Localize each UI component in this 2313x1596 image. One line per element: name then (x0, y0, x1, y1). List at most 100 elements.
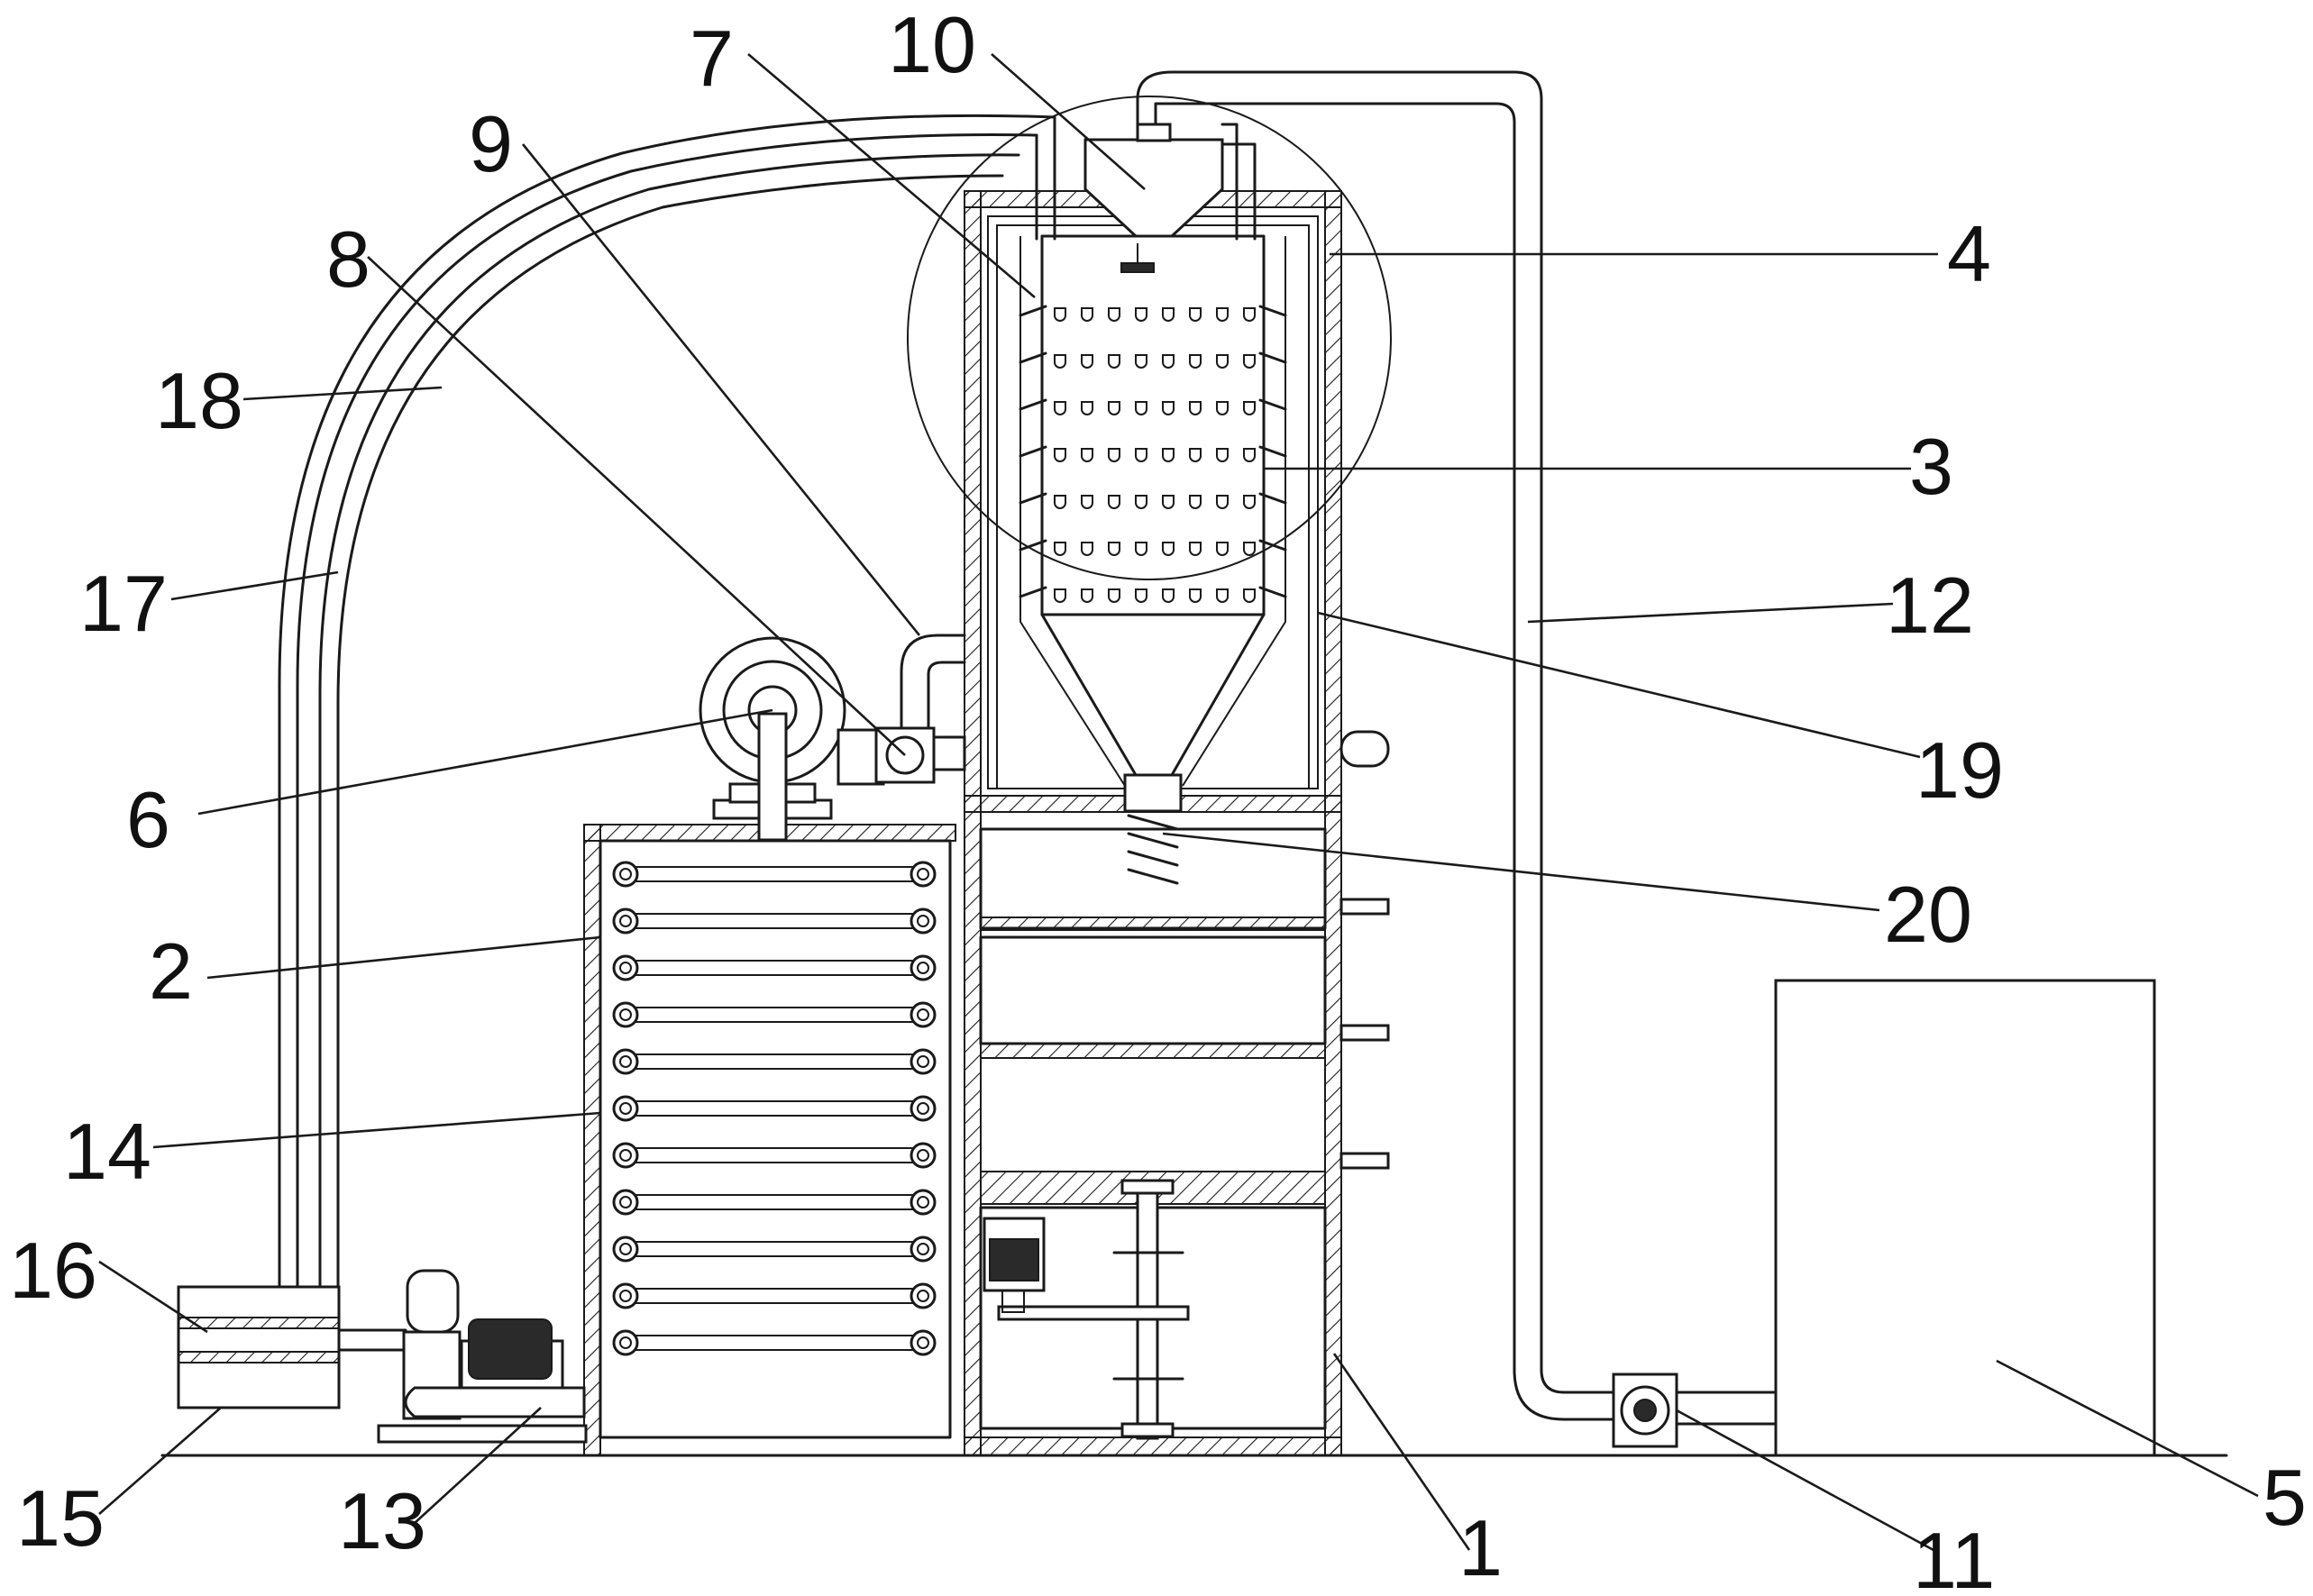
spray-nozzle (1109, 496, 1120, 508)
callout-17: 17 (79, 559, 168, 648)
spray-nozzle (1082, 308, 1093, 321)
roller-rows (614, 862, 935, 1354)
spray-nozzle (1244, 355, 1255, 368)
spray-nozzle (1136, 496, 1147, 508)
spray-nozzle (1109, 355, 1120, 368)
roller (614, 1237, 637, 1261)
spray-nozzle (1136, 355, 1147, 368)
callout-14: 14 (63, 1107, 151, 1196)
roller (614, 1144, 637, 1167)
callout-1: 1 (1458, 1503, 1503, 1592)
roller (614, 862, 637, 886)
spray-nozzle (1190, 449, 1201, 461)
callout-12: 12 (1886, 561, 1974, 650)
callout-13: 13 (338, 1476, 426, 1565)
spray-nozzle (1109, 589, 1120, 602)
spray-nozzle (1244, 589, 1255, 602)
callout-10: 10 (888, 0, 976, 89)
roller (614, 909, 637, 933)
spray-nozzle (1217, 496, 1228, 508)
spray-nozzle (1163, 308, 1174, 321)
spray-nozzle (1055, 355, 1065, 368)
spray-nozzle (1217, 589, 1228, 602)
spray-nozzle (1082, 589, 1093, 602)
spray-nozzle (1217, 402, 1228, 415)
blower-fan (700, 638, 883, 840)
callout-3: 3 (1909, 422, 1953, 511)
drying-cabinet (584, 825, 955, 1455)
spray-nozzle (1109, 308, 1120, 321)
callout-15: 15 (16, 1473, 105, 1563)
callout-20: 20 (1884, 870, 1972, 959)
spray-nozzle (1190, 308, 1201, 321)
spray-nozzle (1082, 543, 1093, 555)
spray-nozzle (1163, 496, 1174, 508)
spray-nozzle (1244, 402, 1255, 415)
spray-nozzle (1244, 308, 1255, 321)
spray-nozzle (1082, 402, 1093, 415)
callout-16: 16 (9, 1226, 97, 1315)
agitator-assembly (984, 1181, 1188, 1438)
callout-8: 8 (326, 214, 370, 304)
spray-nozzle-grid (1020, 306, 1285, 602)
spray-nozzle (1055, 496, 1065, 508)
roller (911, 1237, 935, 1261)
spray-chamber (1020, 236, 1285, 786)
spray-nozzle (1190, 543, 1201, 555)
spray-nozzle (1109, 543, 1120, 555)
spray-nozzle (1190, 402, 1201, 415)
spray-nozzle (1190, 496, 1201, 508)
spray-nozzle (1217, 543, 1228, 555)
spray-nozzle (1244, 543, 1255, 555)
spray-nozzle (1055, 543, 1065, 555)
callout-11: 11 (1913, 1516, 1995, 1596)
return-air-pipe (279, 115, 1255, 1289)
spray-nozzle (1190, 355, 1201, 368)
spray-nozzle (1082, 355, 1093, 368)
roller (911, 1050, 935, 1073)
spray-nozzle (1055, 402, 1065, 415)
roller (614, 1190, 637, 1214)
roller (911, 862, 935, 886)
spray-nozzle (1109, 449, 1120, 461)
spray-nozzle (1055, 589, 1065, 602)
spray-nozzle (1163, 543, 1174, 555)
spray-nozzle (1109, 402, 1120, 415)
roller (911, 1144, 935, 1167)
spray-nozzle (1163, 355, 1174, 368)
spray-nozzle (1163, 449, 1174, 461)
spray-nozzle (1136, 449, 1147, 461)
circulation-pump (379, 1271, 586, 1442)
roller (614, 1050, 637, 1073)
callout-7: 7 (690, 14, 734, 103)
roller (911, 1097, 935, 1120)
spray-nozzle (1082, 496, 1093, 508)
storage-tank (1776, 980, 2154, 1455)
spray-nozzle (1190, 589, 1201, 602)
roller (614, 1097, 637, 1120)
feed-hopper (1085, 124, 1222, 236)
roller (911, 909, 935, 933)
feed-pump (1614, 1374, 1776, 1446)
spray-nozzle (1136, 543, 1147, 555)
callout-18: 18 (155, 356, 243, 445)
roller (614, 956, 637, 980)
roller (614, 1331, 637, 1354)
spray-nozzle (1136, 589, 1147, 602)
spray-nozzle (1244, 496, 1255, 508)
duct-fan (876, 635, 965, 782)
roller (911, 956, 935, 980)
spray-nozzle (1163, 589, 1174, 602)
callout-2: 2 (149, 926, 193, 1016)
callout-6: 6 (126, 775, 170, 864)
spray-nozzle (1055, 449, 1065, 461)
roller (911, 1331, 935, 1354)
spray-nozzle (1055, 308, 1065, 321)
roller (614, 1003, 637, 1026)
roller (911, 1284, 935, 1308)
callout-19: 19 (1915, 725, 2004, 815)
spray-nozzle (1082, 449, 1093, 461)
spray-nozzle (1217, 449, 1228, 461)
callout-9: 9 (469, 99, 513, 188)
